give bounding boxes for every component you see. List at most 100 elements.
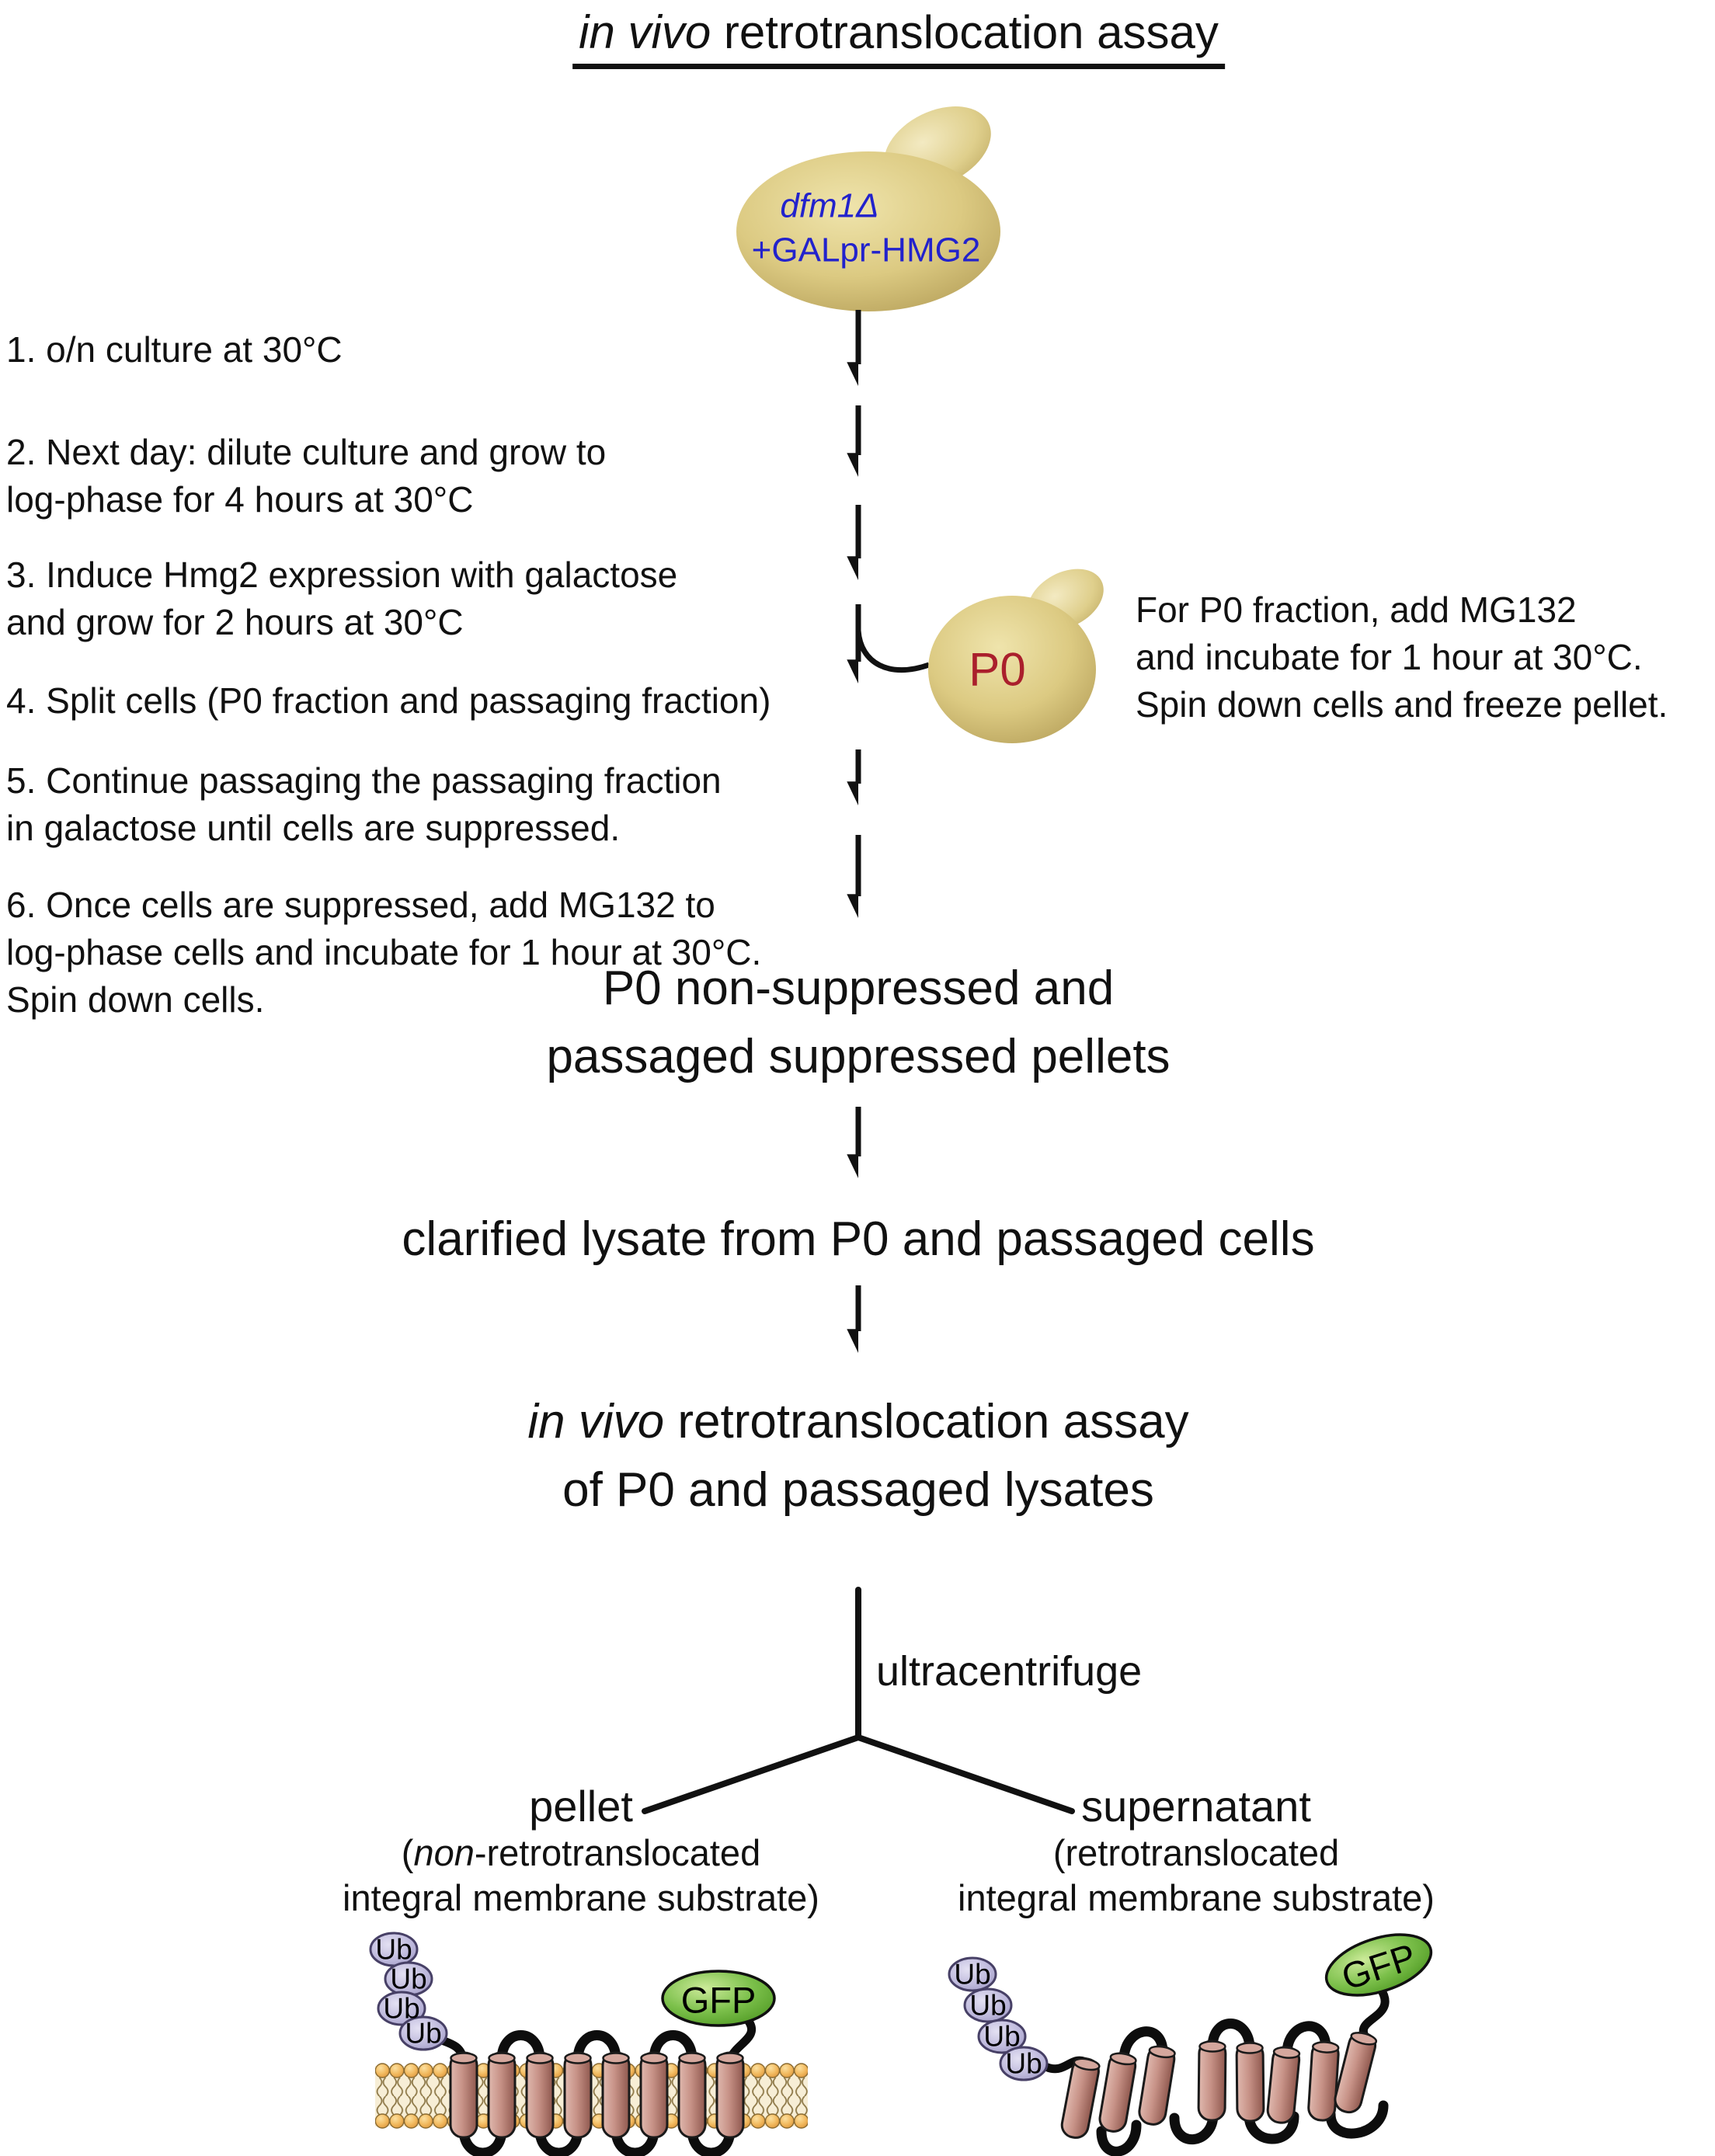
ultracentrifuge-fork (642, 1587, 1075, 1814)
loop-bottom (534, 2124, 583, 2156)
tm-helix (1138, 2045, 1176, 2126)
title-italic: in vivo (579, 6, 711, 58)
loop-bottom (1325, 2100, 1389, 2139)
gfp-linker-right (1358, 1984, 1390, 2042)
ub-label: Ub (969, 1990, 1006, 2022)
ubiquitin (999, 2046, 1049, 2081)
genotype-label: dfm1Δ (780, 187, 878, 225)
gfp-tag-right (1324, 1933, 1433, 1997)
gfp-label: GFP (681, 1980, 757, 2021)
tm-helix (525, 2051, 555, 2139)
tm-helix (487, 2051, 517, 2139)
note-line: Spin down cells and freeze pellet. (1136, 684, 1668, 725)
supernatant-substrate-diagram: Ub Ub Ub Ub GFP (948, 1933, 1433, 2156)
ubiquitin (977, 2019, 1027, 2054)
ultracentrifuge-label: ultracentrifuge (876, 1648, 1143, 1695)
loop-top (496, 2030, 545, 2065)
ubiquitin (948, 1956, 997, 1992)
step-line: 5. Continue passaging the passaging frac… (6, 760, 722, 801)
note-line: For P0 fraction, add MG132 (1136, 589, 1577, 630)
pellet-sub-pre: ( (401, 1832, 414, 1873)
ub-label: Ub (375, 1934, 412, 1966)
tm-helix (1307, 2040, 1340, 2122)
right-ubiquitin-chain (948, 1956, 1049, 2081)
step-3: 3. Induce Hmg2 expression with galactose… (6, 551, 677, 646)
tm-helix (449, 2051, 478, 2139)
pellet-subtitle-line1: (non-retrotranslocated (402, 1834, 760, 1871)
assay-rest: retrotranslocation assay (664, 1395, 1189, 1448)
step-line: Spin down cells. (6, 979, 265, 1020)
assay-label-line1: in vivo retrotranslocation assay (527, 1398, 1188, 1446)
step-line: 4. Split cells (P0 fraction and passagin… (6, 680, 771, 721)
tm-helix (1060, 2057, 1101, 2139)
step-line: and grow for 2 hours at 30°C (6, 602, 464, 642)
pellet-sub-italic: non (413, 1832, 475, 1873)
left-tm-helices (449, 2051, 745, 2139)
gfp-tag-left (661, 1970, 776, 2027)
ubiquitin (398, 2015, 448, 2051)
loop-top (1282, 2021, 1331, 2059)
assay-italic: in vivo (527, 1395, 665, 1448)
construct-label: +GALpr-HMG2 (752, 231, 981, 270)
right-protein-loops (1096, 2019, 1389, 2156)
loop-top (572, 2030, 621, 2065)
step-6: 6. Once cells are suppressed, add MG132 … (6, 882, 761, 1024)
step-line: 3. Induce Hmg2 expression with galactose (6, 555, 678, 595)
tm-helix (1098, 2052, 1137, 2133)
step-1: 1. o/n culture at 30°C (6, 326, 343, 374)
loop-bottom (611, 2124, 659, 2156)
pellets-label-line1: P0 non-suppressed and (602, 962, 1115, 1015)
yeast-body (736, 151, 1000, 311)
tm-helix (677, 2051, 707, 2139)
tm-helix (601, 2051, 631, 2139)
tm-helix (563, 2051, 593, 2139)
pellet-subtitle-line2: integral membrane substrate) (343, 1877, 819, 1918)
loop-top (649, 2030, 697, 2065)
assay-label-line2: of P0 and passaged lysates (562, 1463, 1154, 1517)
tm-helix (1266, 2046, 1301, 2124)
loop-bottom (1096, 2119, 1142, 2156)
tm-helix (1235, 2041, 1265, 2123)
p0-fraction-note: For P0 fraction, add MG132 and incubate … (1136, 586, 1668, 729)
right-tm-helices (1060, 2031, 1378, 2139)
tm-helix (1334, 2031, 1378, 2114)
pellets-label-line2: passaged suppressed pellets (546, 1030, 1171, 1083)
yeast-cell-p0: P0 (928, 569, 1104, 743)
step-line: log-phase for 4 hours at 30°C (6, 479, 474, 520)
ubiquitin (377, 1991, 426, 2026)
step-line: 6. Once cells are suppressed, add MG132 … (6, 885, 715, 925)
ub-label: Ub (383, 1993, 419, 2025)
ub-label: Ub (954, 1959, 990, 1991)
pellet-title: pellet (529, 1782, 633, 1831)
loop-top (1118, 2026, 1168, 2065)
step-line: log-phase cells and incubate for 1 hour … (6, 932, 762, 972)
pellet-sub-post: -retrotranslocated (474, 1832, 761, 1873)
title-rest: retrotranslocation assay (711, 6, 1219, 58)
loop-top (1207, 2019, 1255, 2054)
step-2: 2. Next day: dilute culture and grow to … (6, 429, 606, 523)
note-line: and incubate for 1 hour at 30°C. (1136, 637, 1643, 677)
left-ubiquitin-chain (369, 1932, 448, 2051)
step-line: 2. Next day: dilute culture and grow to (6, 432, 607, 472)
fork-left-branch (642, 1734, 861, 1814)
step-4: 4. Split cells (P0 fraction and passagin… (6, 677, 771, 725)
ub-label: Ub (405, 2018, 441, 2050)
yeast-cell-start: dfm1Δ +GALpr-HMG2 (736, 106, 1000, 311)
tm-helix (715, 2051, 745, 2139)
pellet-substrate-diagram: Ub Ub Ub Ub GFP (369, 1932, 808, 2156)
loop-bottom (1244, 2109, 1299, 2144)
page-title: in vivo retrotranslocation assay (572, 9, 1225, 69)
supernatant-title: supernatant (1081, 1782, 1311, 1831)
tm-helix (1197, 2040, 1227, 2122)
left-protein-loops (458, 2030, 736, 2156)
ub-label: Ub (1005, 2048, 1042, 2080)
p0-cell-label: P0 (969, 644, 1025, 696)
tm-helix (639, 2051, 669, 2139)
ub-label: Ub (390, 1963, 426, 1995)
loop-bottom (458, 2124, 507, 2156)
step-line: in galactose until cells are suppressed. (6, 808, 621, 848)
p0-branch-curve (855, 630, 931, 673)
supernatant-subtitle-line1: (retrotranslocated (1052, 1832, 1340, 1873)
fork-right-branch (855, 1734, 1075, 1814)
